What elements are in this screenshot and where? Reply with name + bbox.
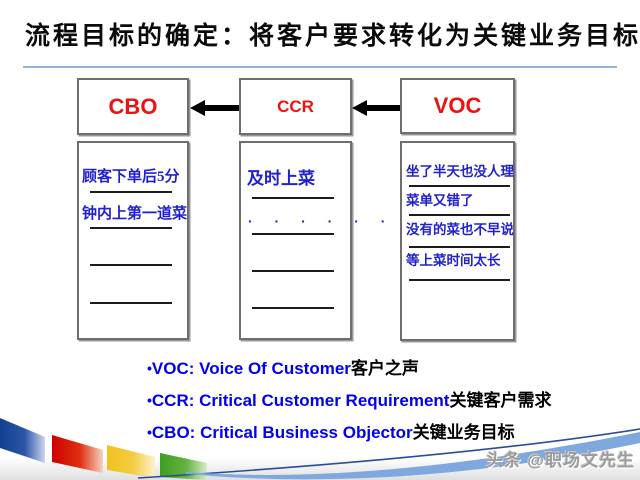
voc-note-line: 菜单又错了	[406, 193, 474, 208]
bullet-icon: •	[147, 424, 152, 440]
legend-item-cbo: •CBO: Critical Business Objector关键业务目标	[147, 422, 551, 442]
legend-zh-text: 关键客户需求	[449, 391, 552, 410]
voc-note-line: 坐了半天也没人理	[406, 164, 514, 179]
slide-title: 流程目标的确定：将客户要求转化为关键业务目标	[25, 22, 640, 50]
arrow-voc-to-ccr	[366, 105, 400, 111]
ccr-box: CCR	[239, 78, 352, 135]
ribbon-yellow	[107, 445, 155, 478]
blank-line	[252, 307, 334, 309]
cbo-note-line: 顾客下单后5分	[82, 169, 180, 185]
legend-item-ccr: •CCR: Critical Customer Requirement关键客户需…	[147, 390, 551, 410]
arrow-left-icon	[352, 100, 367, 116]
watermark-text: 头条 @职场文先生	[485, 451, 635, 470]
arrow-ccr-to-cbo	[204, 105, 239, 111]
blank-line	[252, 270, 334, 272]
legend-en-text: CCR: Critical Customer Requirement	[151, 391, 450, 410]
bullet-icon: •	[147, 392, 152, 408]
legend-zh-text: 客户之声	[350, 359, 419, 378]
legend-list: •VOC: Voice Of Customer客户之声 •CCR: Critic…	[147, 358, 551, 454]
blank-line	[90, 264, 172, 266]
bullet-icon: •	[147, 360, 152, 376]
voc-note-line: 没有的菜也不早说	[406, 222, 514, 237]
blank-line	[409, 279, 510, 281]
cbo-notes-box: 顾客下单后5分 钟内上第一道菜	[77, 141, 189, 340]
blank-line	[252, 197, 334, 199]
cbo-label: CBO	[108, 93, 158, 119]
blank-line	[90, 302, 172, 304]
title-divider	[23, 66, 617, 68]
ccr-label: CCR	[277, 96, 314, 116]
legend-zh-text: 关键业务目标	[412, 423, 515, 442]
blank-line	[409, 214, 510, 216]
ribbon-red	[52, 435, 103, 473]
ccr-notes-box: 及时上菜 · · · · · ·	[239, 141, 385, 340]
voc-note-line: 等上菜时间太长	[406, 253, 501, 268]
swoosh-band	[186, 432, 640, 480]
legend-en-text: CBO: Critical Business Objector	[151, 423, 413, 442]
blank-line	[409, 246, 510, 248]
blank-line	[90, 191, 172, 193]
blank-line	[90, 227, 172, 229]
voc-box: VOC	[400, 78, 515, 134]
legend-en-text: VOC: Voice Of Customer	[151, 359, 351, 378]
voc-notes-box: 坐了半天也没人理 菜单又错了 没有的菜也不早说 等上菜时间太长	[400, 141, 515, 341]
cbo-box: CBO	[77, 78, 189, 135]
ribbon-blue	[0, 418, 45, 463]
arrow-left-icon	[190, 100, 205, 116]
blank-line	[409, 185, 510, 187]
ellipsis-dots: · · · · · ·	[248, 213, 395, 229]
blank-line	[252, 233, 334, 235]
ccr-note-line: 及时上菜	[247, 169, 315, 188]
voc-label: VOC	[433, 93, 482, 118]
cbo-note-line: 钟内上第一道菜	[82, 206, 188, 222]
swoosh-line	[137, 428, 640, 479]
legend-item-voc: •VOC: Voice Of Customer客户之声	[147, 358, 551, 378]
footer-ribbon-decoration	[0, 418, 640, 480]
